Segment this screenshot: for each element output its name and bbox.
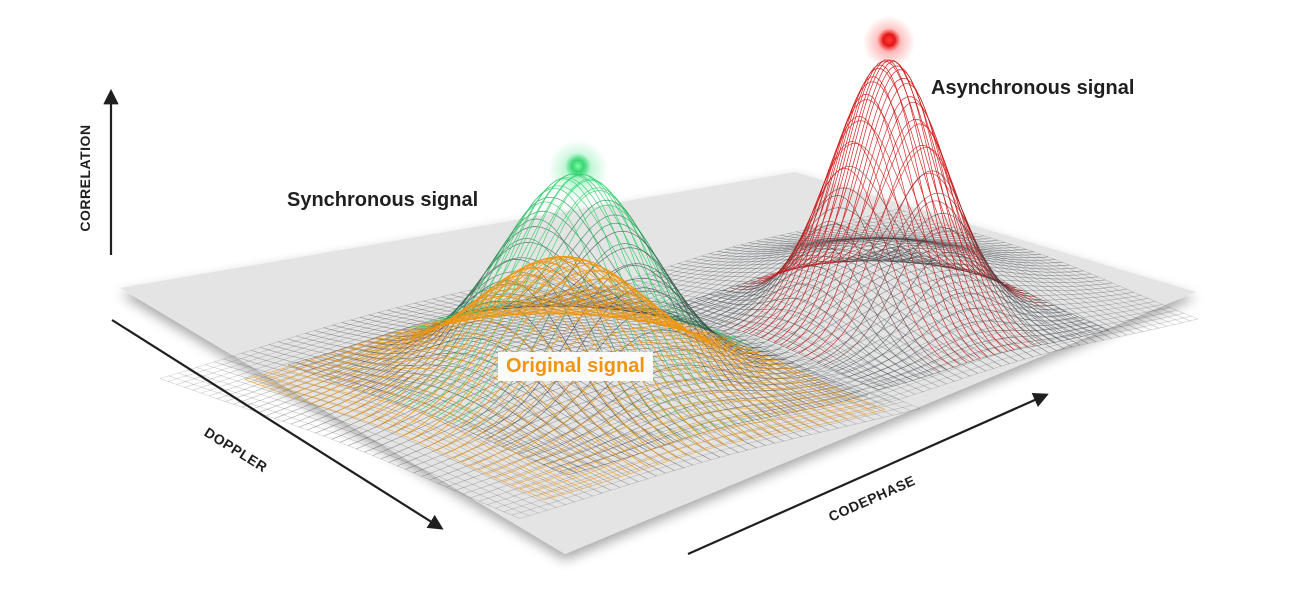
mesh-line xyxy=(485,287,786,440)
codephase-axis-arrow xyxy=(687,392,1049,556)
mesh-line xyxy=(817,200,1048,363)
mesh-line xyxy=(854,319,1085,380)
mesh-line xyxy=(584,289,886,410)
mesh-line xyxy=(565,293,867,415)
asynchronous-peak-mesh xyxy=(668,59,1110,391)
mesh-line xyxy=(803,291,1134,383)
mesh-line xyxy=(858,217,1159,329)
mesh-line xyxy=(835,223,1136,334)
mesh-line xyxy=(872,327,1103,388)
mesh-line xyxy=(494,387,836,479)
mesh-line xyxy=(503,391,844,482)
mesh-line xyxy=(786,78,1017,349)
mesh-line xyxy=(519,398,861,490)
mesh-line xyxy=(499,247,780,416)
mesh-line xyxy=(819,226,1120,337)
correlation-axis-label: CORRELATION xyxy=(77,124,93,232)
original-signal-label: Original signal xyxy=(498,352,653,381)
mesh-line xyxy=(865,253,1076,339)
mesh-line xyxy=(518,364,819,455)
mesh-line xyxy=(797,69,1008,352)
mesh-line xyxy=(774,279,1106,371)
mesh-line xyxy=(528,402,869,493)
mesh-line xyxy=(898,245,1110,331)
mesh-line xyxy=(811,101,1022,349)
mesh-line xyxy=(860,315,1191,407)
mesh-line xyxy=(796,288,1127,380)
mesh-line xyxy=(842,221,1144,332)
mesh-line xyxy=(519,408,921,519)
mesh-line xyxy=(860,321,1091,383)
mesh-line xyxy=(850,219,1152,331)
mesh-line xyxy=(871,252,1083,337)
mesh-line xyxy=(575,291,876,413)
mesh-line xyxy=(536,405,877,497)
mesh-line xyxy=(847,308,1079,378)
mesh-line xyxy=(543,384,844,466)
mesh-line xyxy=(874,214,1175,325)
mesh-line xyxy=(473,199,754,421)
mesh-line xyxy=(760,269,1091,365)
mesh-line xyxy=(817,298,1149,389)
mesh-line xyxy=(559,268,921,409)
mesh-line xyxy=(878,250,1089,336)
mesh-line xyxy=(892,247,1103,332)
mesh-line xyxy=(526,377,827,459)
mesh-line xyxy=(866,216,1167,327)
mesh-line xyxy=(846,310,1177,401)
synchronous-signal-label: Synchronous signal xyxy=(287,189,479,211)
doppler-axis-arrow xyxy=(111,319,444,530)
mesh-line xyxy=(511,404,912,516)
mesh-line xyxy=(866,324,1097,386)
mesh-line xyxy=(823,227,1054,366)
synchronous-peak-marker xyxy=(565,153,591,179)
mesh-line xyxy=(829,251,1060,369)
mesh-line xyxy=(838,192,1049,344)
mesh-line xyxy=(732,251,1063,353)
mesh-line xyxy=(556,296,857,417)
mesh-line xyxy=(824,146,1035,347)
mesh-line xyxy=(831,170,1042,346)
asynchronous-peak-marker xyxy=(877,28,901,52)
mesh-line xyxy=(804,83,1015,351)
mesh-line xyxy=(890,210,1191,322)
mesh-line xyxy=(767,274,1099,368)
mesh-line xyxy=(882,212,1183,323)
mesh-line xyxy=(441,296,802,437)
mesh-line xyxy=(841,292,1072,375)
ground-plane xyxy=(120,172,1196,554)
mesh-line xyxy=(547,298,848,419)
mesh-line xyxy=(853,312,1184,404)
mesh-line xyxy=(817,123,1029,348)
mesh-line xyxy=(511,394,852,486)
mesh-line xyxy=(810,295,1141,386)
mesh-line xyxy=(789,285,1120,377)
mesh-line xyxy=(835,273,1066,372)
mesh-line xyxy=(482,214,763,419)
mesh-line xyxy=(544,409,886,500)
mesh-line xyxy=(517,278,798,412)
asynchronous-signal-label: Asynchronous signal xyxy=(931,77,1135,99)
mesh-line xyxy=(867,318,1199,410)
mesh-line xyxy=(782,282,1113,374)
mesh-line xyxy=(878,329,1110,391)
mesh-line xyxy=(772,236,1073,348)
